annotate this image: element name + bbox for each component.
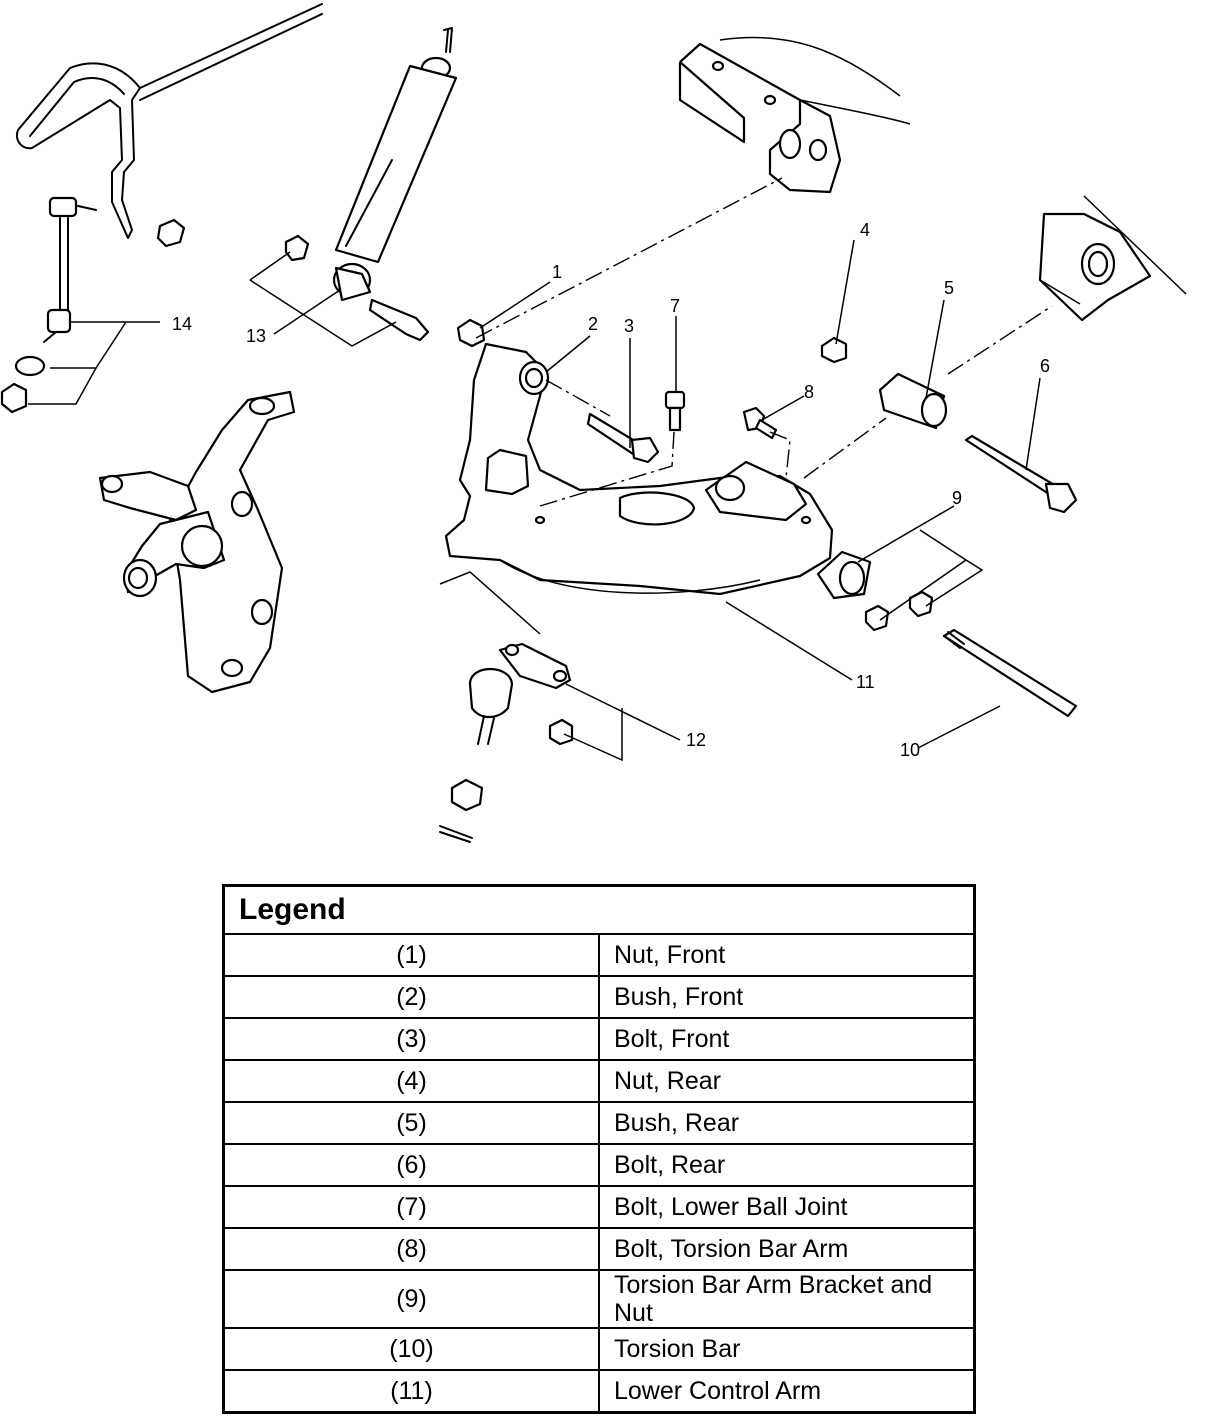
leader-lines (439, 239, 1041, 762)
steering-knuckle (98, 390, 296, 694)
legend-row: (5)Bush, Rear (222, 1101, 976, 1145)
legend-row: (6)Bolt, Rear (222, 1143, 976, 1187)
callout-11: 11 (856, 672, 875, 692)
callout-5: 5 (944, 278, 954, 298)
callout-7: 7 (670, 296, 680, 316)
torsion-bar-arm-bracket (816, 550, 934, 632)
legend-title: Legend (222, 884, 976, 935)
stabilizer-bar (16, 3, 323, 239)
legend-code: (5) (222, 1101, 600, 1145)
callout-10: 10 (900, 740, 920, 760)
frame-bracket-front (678, 36, 911, 194)
callout-4: 4 (860, 220, 870, 240)
lower-ball-joint (439, 642, 574, 843)
callout-3: 3 (624, 316, 634, 336)
callout-9: 9 (952, 488, 962, 508)
legend-label: Bolt, Front (598, 1017, 976, 1061)
rear-bush (878, 372, 948, 430)
callout-13: 13 (246, 326, 266, 346)
legend-code: (4) (222, 1059, 600, 1103)
callout-labels: 1 2 3 4 5 6 7 8 9 10 11 12 13 14 (172, 220, 1050, 760)
legend-label: Bolt, Rear (598, 1143, 976, 1187)
callout-6: 6 (1040, 356, 1050, 376)
ball-joint-bolt (664, 390, 686, 432)
legend-label: Torsion Bar (598, 1327, 976, 1371)
legend-row: (1)Nut, Front (222, 933, 976, 977)
stabilizer-link (0, 196, 186, 414)
legend-label: Nut, Front (598, 933, 976, 977)
frame-bracket-rear (1038, 195, 1187, 322)
legend-code: (6) (222, 1143, 600, 1187)
legend-label: Torsion Bar Arm Bracket and Nut (598, 1269, 976, 1329)
legend-label: Bush, Rear (598, 1101, 976, 1145)
legend-table: Legend (1)Nut, Front(2)Bush, Front(3)Bol… (222, 884, 976, 1414)
legend-row: (4)Nut, Rear (222, 1059, 976, 1103)
legend-row: (10)Torsion Bar (222, 1327, 976, 1371)
exploded-suspension-diagram: 1 2 3 4 5 6 7 8 9 10 11 12 13 14 (0, 3, 1187, 843)
legend-code: (1) (222, 933, 600, 977)
legend-code: (2) (222, 975, 600, 1019)
legend-code: (11) (222, 1369, 600, 1414)
rear-nut (820, 336, 848, 364)
callout-8: 8 (804, 382, 814, 402)
legend-row: (7)Bolt, Lower Ball Joint (222, 1185, 976, 1229)
legend-label: Bush, Front (598, 975, 976, 1019)
callout-12: 12 (686, 730, 706, 750)
legend-code: (10) (222, 1327, 600, 1371)
callout-14: 14 (172, 314, 192, 334)
legend-row: (3)Bolt, Front (222, 1017, 976, 1061)
rear-bolt (964, 434, 1078, 514)
legend-label: Lower Control Arm (598, 1369, 976, 1414)
legend-code: (3) (222, 1017, 600, 1061)
legend-code: (8) (222, 1227, 600, 1271)
legend-row: (11)Lower Control Arm (222, 1369, 976, 1414)
torsion-bar-arm-bolt (742, 406, 778, 440)
callout-1: 1 (552, 262, 562, 282)
alignment-lines (475, 177, 1053, 507)
shock-absorber (249, 27, 458, 347)
legend-code: (9) (222, 1269, 600, 1329)
lower-control-arm (444, 342, 834, 596)
legend-row: (8)Bolt, Torsion Bar Arm (222, 1227, 976, 1271)
legend-row: (9)Torsion Bar Arm Bracket and Nut (222, 1269, 976, 1329)
front-fasteners (456, 318, 660, 464)
callout-2: 2 (588, 314, 598, 334)
legend-label: Nut, Rear (598, 1059, 976, 1103)
legend-header-row: Legend (222, 884, 976, 935)
legend-label: Bolt, Lower Ball Joint (598, 1185, 976, 1229)
legend-row: (2)Bush, Front (222, 975, 976, 1019)
torsion-bar (942, 628, 1078, 718)
legend-code: (7) (222, 1185, 600, 1229)
legend-label: Bolt, Torsion Bar Arm (598, 1227, 976, 1271)
